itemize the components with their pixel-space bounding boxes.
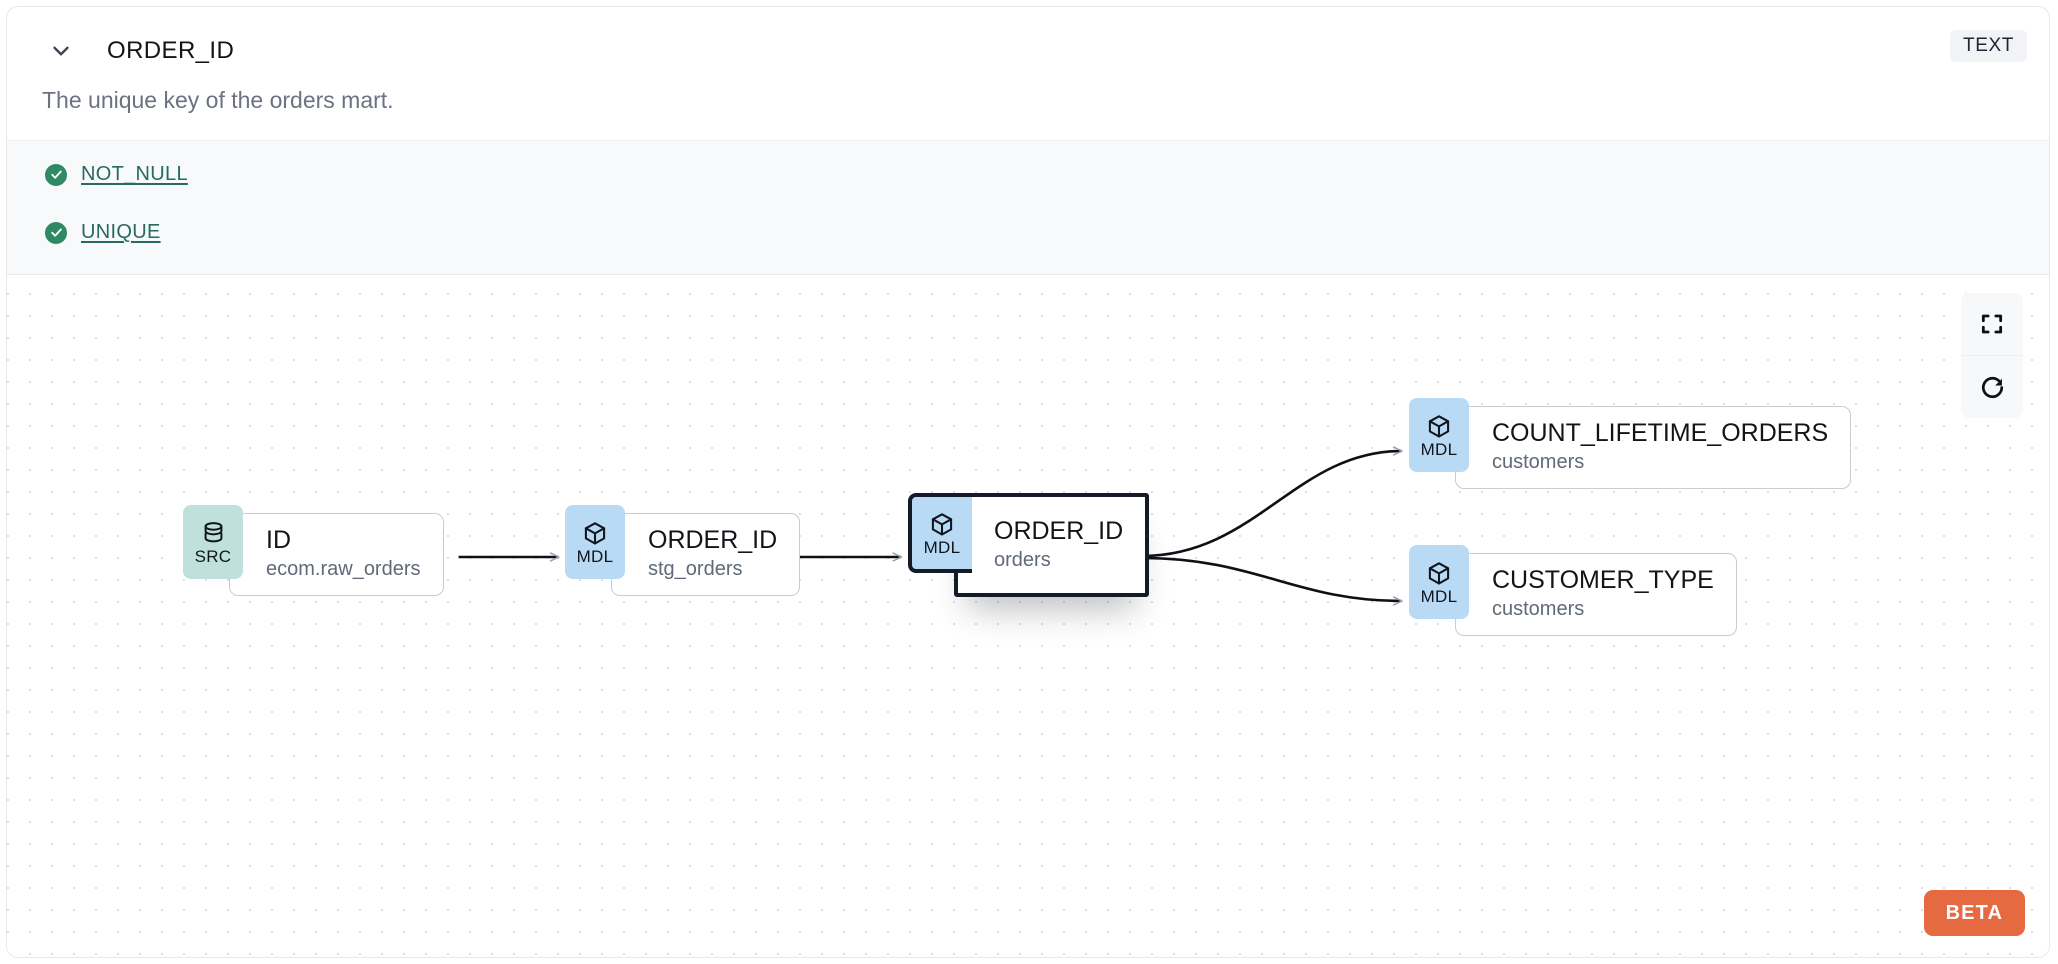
node-body: COUNT_LIFETIME_ORDERS customers: [1455, 406, 1852, 489]
cube-icon: [582, 519, 608, 547]
lineage-node-stg[interactable]: MDL ORDER_ID stg_orders: [565, 505, 801, 596]
node-column-name: ORDER_ID: [994, 516, 1124, 545]
page-title: ORDER_ID: [107, 37, 235, 64]
card-header: ORDER_ID TEXT The unique key of the orde…: [7, 7, 2049, 113]
cube-icon: [1426, 412, 1452, 440]
beta-badge[interactable]: BETA: [1923, 890, 2025, 936]
node-column-name: COUNT_LIFETIME_ORDERS: [1492, 419, 1829, 447]
node-column-name: ORDER_ID: [648, 526, 778, 554]
node-model-name: customers: [1492, 598, 1585, 620]
node-kind-label: SRC: [194, 547, 232, 566]
column-type-badge: TEXT: [1950, 30, 2027, 62]
node-body: ID ecom.raw_orders: [229, 513, 444, 596]
check-circle-icon: [45, 163, 67, 186]
test-row[interactable]: NOT_NULL: [45, 163, 188, 186]
lineage-graph[interactable]: SRC ID ecom.raw_orders MDL ORDE: [7, 275, 2049, 957]
node-body: ORDER_ID orders: [954, 493, 1150, 597]
edge-orders-customer-type: [1141, 556, 1403, 606]
column-detail-card: ORDER_ID TEXT The unique key of the orde…: [6, 6, 2050, 958]
column-description: The unique key of the orders mart.: [42, 87, 394, 113]
cube-icon: [929, 510, 955, 538]
node-column-name: ID: [266, 526, 291, 554]
node-kind-label: MDL: [1420, 440, 1458, 459]
node-body: CUSTOMER_TYPE customers: [1455, 553, 1737, 636]
node-kind-badge: SRC: [183, 505, 243, 579]
tests-panel: NOT_NULL UNIQUE: [7, 140, 2049, 275]
node-kind-label: MDL: [1420, 587, 1458, 606]
graph-controls: [1961, 293, 2023, 418]
fit-view-button[interactable]: [1961, 293, 2023, 355]
node-kind-badge: MDL: [1409, 398, 1469, 472]
node-model-name: customers: [1492, 451, 1585, 473]
edge-orders-count: [1141, 446, 1403, 558]
node-kind-badge: MDL: [908, 493, 972, 573]
fullscreen-icon: [1981, 314, 2003, 334]
lineage-node-customer-type[interactable]: MDL CUSTOMER_TYPE customers: [1409, 545, 1737, 636]
node-kind-badge: MDL: [1409, 545, 1469, 619]
reset-button[interactable]: [1961, 355, 2023, 418]
check-circle-icon: [45, 221, 67, 244]
cube-icon: [1426, 559, 1452, 587]
test-row[interactable]: UNIQUE: [45, 221, 161, 244]
node-model-name: ecom.raw_orders: [266, 558, 421, 580]
node-kind-badge: MDL: [565, 505, 625, 579]
database-icon: [201, 519, 226, 547]
refresh-icon: [1981, 376, 2003, 398]
chevron-down-icon[interactable]: [47, 37, 75, 65]
node-column-name: CUSTOMER_TYPE: [1492, 566, 1714, 594]
lineage-node-orders[interactable]: MDL ORDER_ID orders: [908, 493, 1150, 597]
node-model-name: orders: [994, 548, 1051, 571]
lineage-edges: [458, 446, 1403, 606]
node-model-name: stg_orders: [648, 558, 743, 580]
lineage-node-src[interactable]: SRC ID ecom.raw_orders: [183, 505, 444, 596]
test-link[interactable]: NOT_NULL: [81, 163, 188, 185]
lineage-node-count-lifetime-orders[interactable]: MDL COUNT_LIFETIME_ORDERS customers: [1409, 398, 1852, 489]
node-body: ORDER_ID stg_orders: [611, 513, 801, 596]
node-kind-label: MDL: [576, 547, 614, 566]
test-link[interactable]: UNIQUE: [81, 221, 161, 243]
node-kind-label: MDL: [923, 538, 961, 557]
